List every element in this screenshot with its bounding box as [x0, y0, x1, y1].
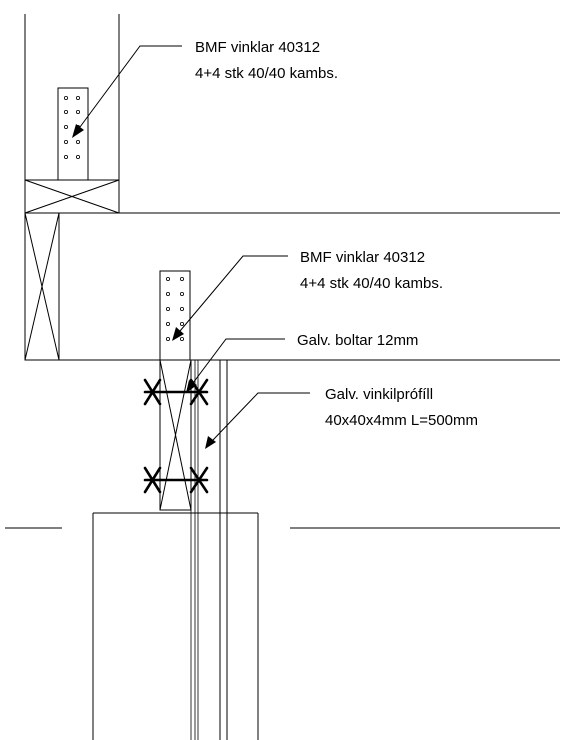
top-bracket-label-line1: BMF vinklar 40312	[195, 39, 320, 56]
timber-post	[159, 359, 192, 511]
galvanized-bolt-lower	[143, 466, 209, 494]
beam-end-block	[24, 212, 60, 361]
leader-middle-bracket	[172, 255, 288, 341]
middle-bracket-label-line1: BMF vinklar 40312	[300, 249, 425, 266]
leader-angle-profile	[205, 392, 310, 449]
horizontal-beam	[24, 212, 560, 361]
leader-bolts	[186, 338, 285, 393]
top-plate-block	[24, 179, 120, 214]
concrete-foundation	[92, 512, 259, 740]
leader-top-bracket	[72, 45, 182, 138]
top-bracket-label-line2: 4+4 stk 40/40 kambs.	[195, 65, 338, 82]
bolts-label: Galv. boltar 12mm	[297, 332, 418, 349]
angle-profile-label-line1: Galv. vinkilprófíll	[325, 386, 433, 403]
upper-wall	[24, 14, 120, 213]
top-bmf-angle-bracket	[57, 87, 89, 181]
angle-profile-label-line2: 40x40x4mm L=500mm	[325, 412, 478, 429]
galvanized-angle-profile	[190, 360, 228, 740]
middle-bmf-angle-bracket	[159, 270, 191, 361]
middle-bracket-label-line2: 4+4 stk 40/40 kambs.	[300, 275, 443, 292]
